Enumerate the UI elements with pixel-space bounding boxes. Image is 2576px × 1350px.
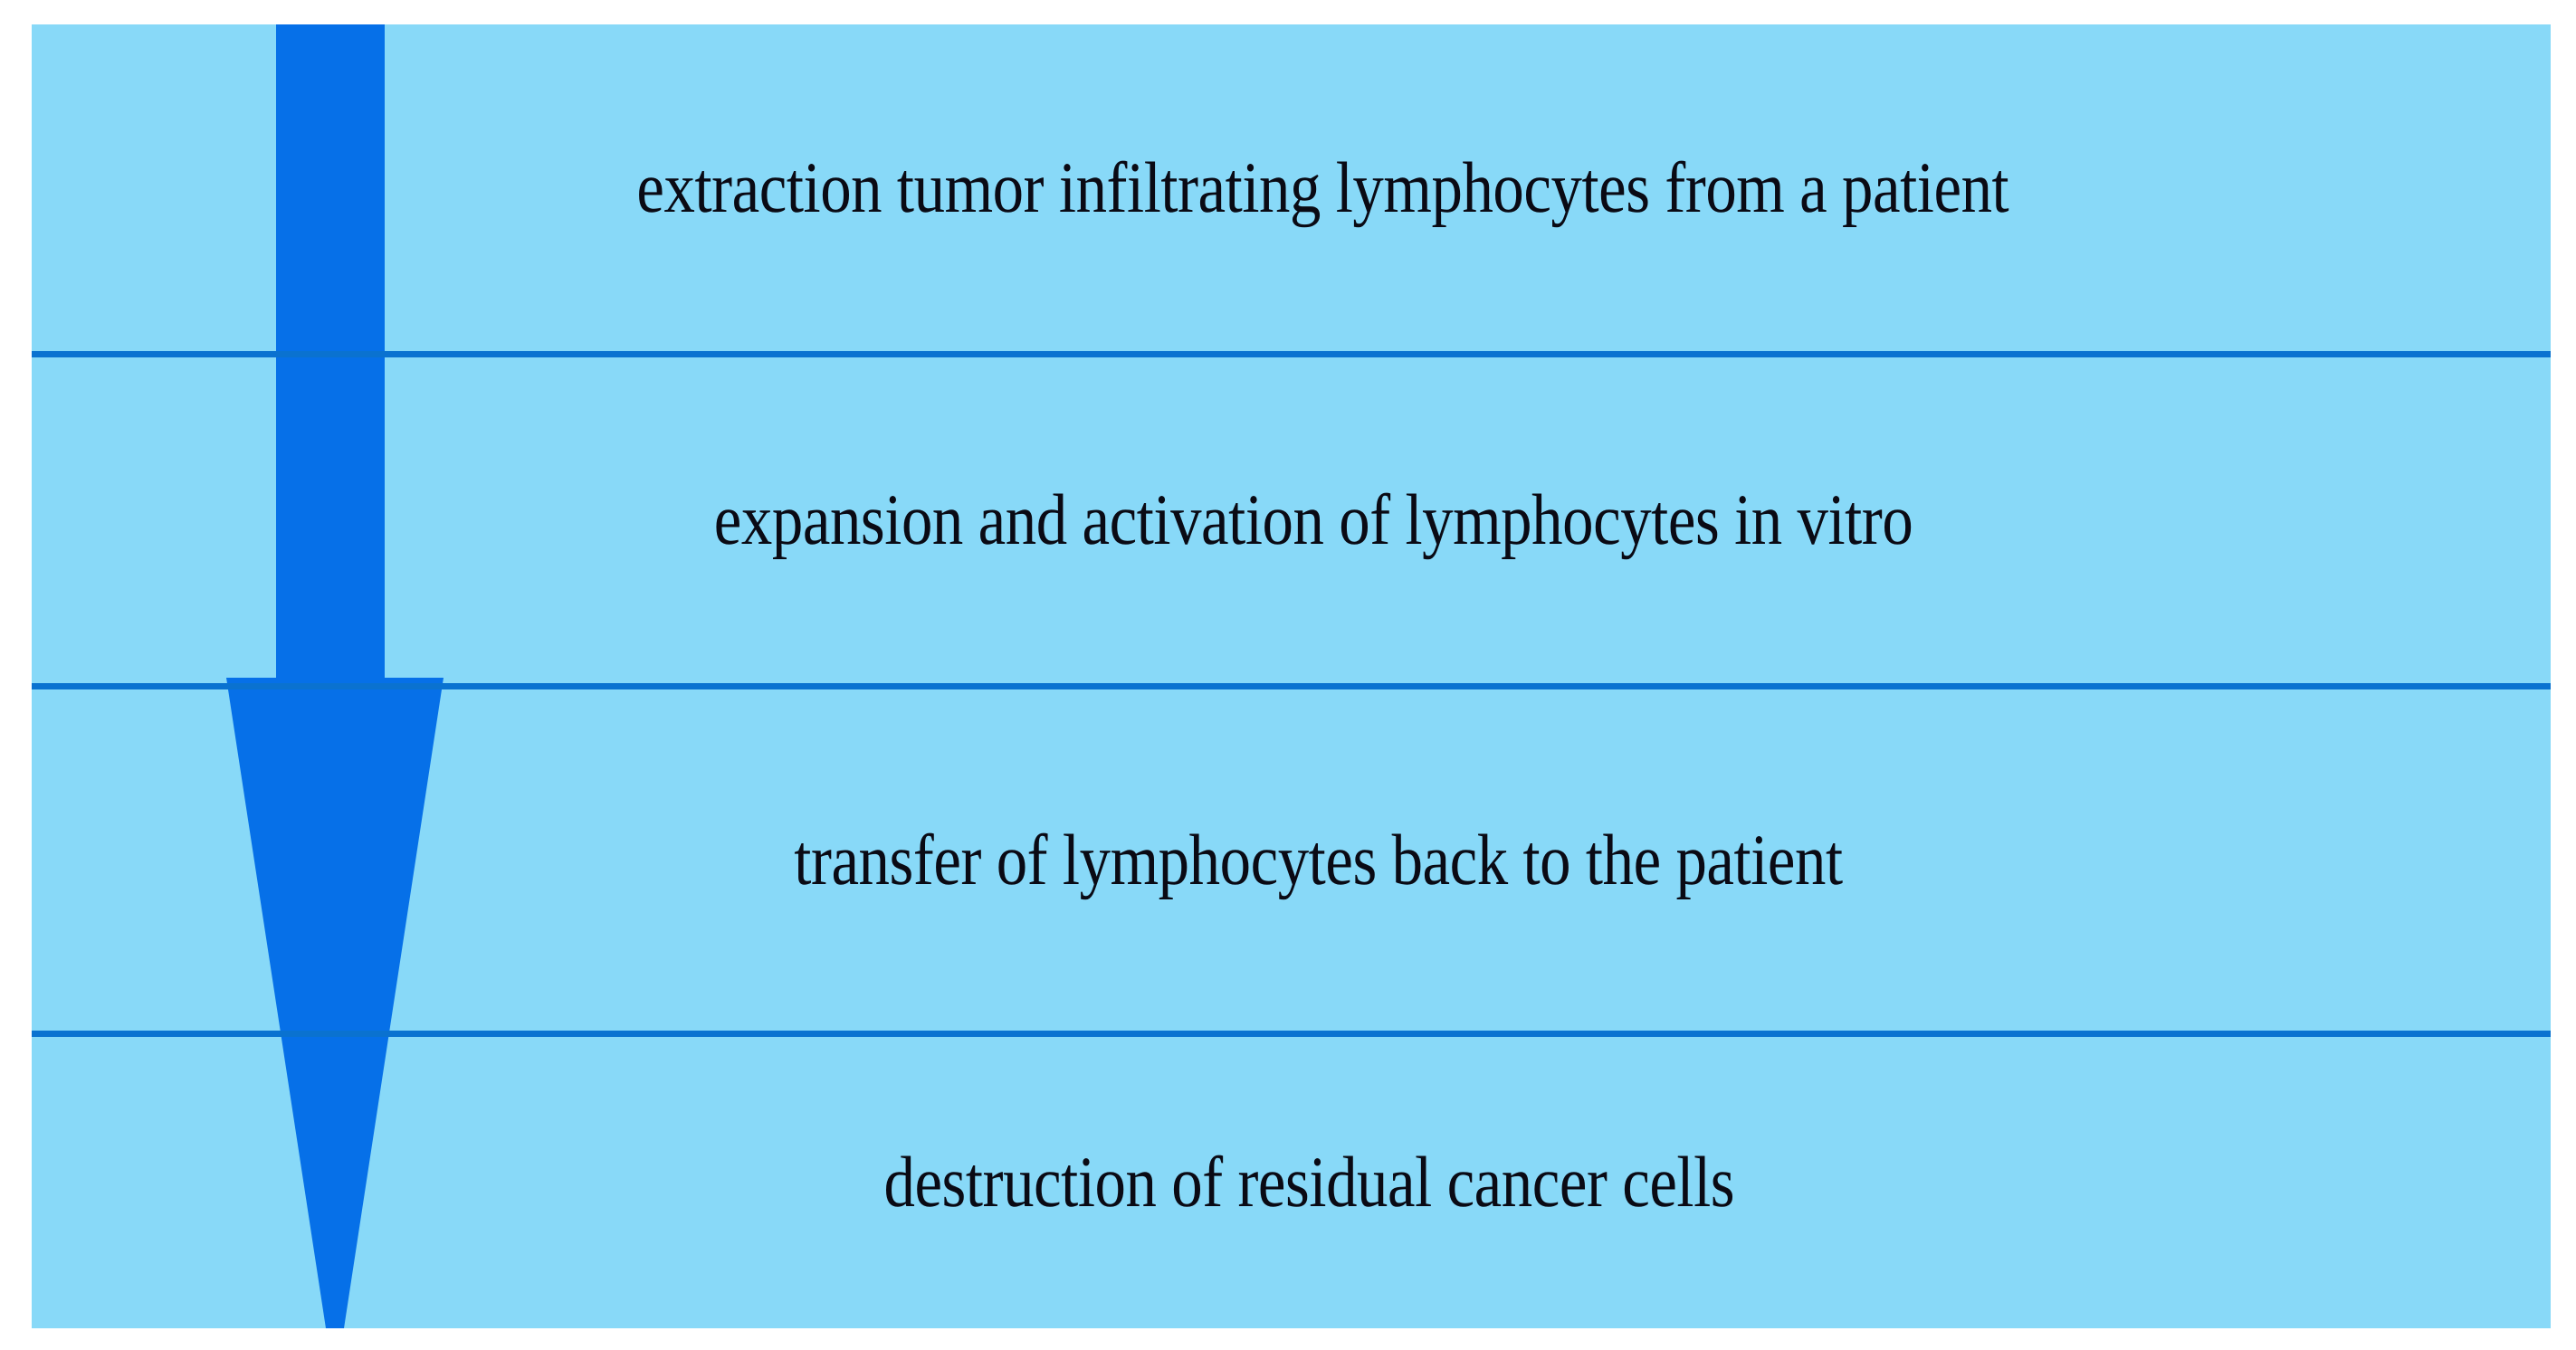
stage-2-label: expansion and activation of lymphocytes … [714, 480, 1913, 560]
stage-divider-3 [32, 1031, 2551, 1037]
stage-divider-2 [32, 683, 2551, 689]
stage-row-1: extraction tumor infiltrating lymphocyte… [32, 24, 2551, 351]
stage-3-label: transfer of lymphocytes back to the pati… [794, 820, 1843, 900]
stage-1-label: extraction tumor infiltrating lymphocyte… [636, 147, 2009, 228]
stage-row-4: destruction of residual cancer cells [32, 1037, 2551, 1328]
stage-4-label: destruction of residual cancer cells [883, 1143, 1735, 1222]
flow-panel: extraction tumor infiltrating lymphocyte… [32, 24, 2551, 1328]
stage-row-2: expansion and activation of lymphocytes … [32, 357, 2551, 683]
stage-row-3: transfer of lymphocytes back to the pati… [32, 689, 2551, 1031]
stage-divider-1 [32, 351, 2551, 357]
